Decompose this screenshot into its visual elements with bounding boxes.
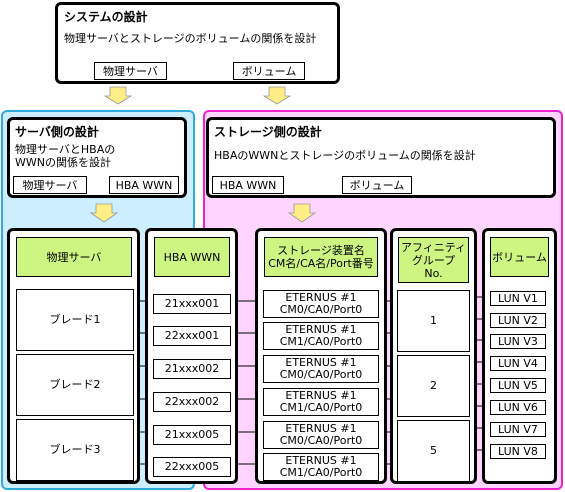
- down-arrow-storage-panel: [287, 203, 317, 223]
- wwn-row-1: 21xxx001: [153, 294, 231, 314]
- wwn-row-5: 21xxx005: [153, 425, 231, 445]
- system-design-description: 物理サーバとストレージのボリュームの関係を設計: [64, 32, 317, 45]
- server-column: 物理サーバ ブレード1 ブレード2 ブレード3: [7, 228, 140, 484]
- affinity-header-line3: No.: [424, 266, 443, 280]
- affinity-column: アフィニティ グループ No. 1 2 5: [390, 228, 477, 484]
- server-side-desc-line1: 物理サーバとHBAの: [15, 143, 116, 156]
- server-hba-wwn-label: HBA WWN: [109, 176, 179, 194]
- affinity-column-header: アフィニティ グループ No.: [398, 237, 469, 283]
- affinity-header-line2: グループ: [411, 253, 456, 267]
- storage-row-1-port: CM0/CA0/Port0: [279, 303, 363, 316]
- storage-row-4-device: ETERNUS #1: [285, 389, 357, 402]
- storage-row-2-port: CM1/CA0/Port0: [279, 335, 363, 348]
- storage-hba-wwn-label: HBA WWN: [212, 176, 284, 194]
- volume-column-header: ボリューム: [490, 237, 549, 277]
- volume-lun-v1: LUN V1: [490, 291, 546, 306]
- volume-lun-v7: LUN V7: [490, 422, 546, 437]
- storage-header-line1: ストレージ装置名: [277, 244, 365, 257]
- storage-side-description: HBAのWWNとストレージのボリュームの関係を設計: [214, 149, 476, 162]
- storage-row-2: ETERNUS #1 CM1/CA0/Port0: [263, 322, 379, 350]
- storage-row-5-device: ETERNUS #1: [285, 422, 357, 435]
- server-column-header: 物理サーバ: [16, 237, 132, 277]
- wwn-row-6: 22xxx005: [153, 457, 231, 477]
- wwn-column: HBA WWN 21xxx001 22xxx001 21xxx002 22xxx…: [145, 228, 238, 484]
- storage-row-1-device: ETERNUS #1: [285, 291, 357, 304]
- volume-lun-v5: LUN V5: [490, 378, 546, 393]
- server-side-title: サーバ側の設計: [15, 125, 99, 139]
- wwn-row-2: 22xxx001: [153, 326, 231, 346]
- wwn-row-4: 22xxx002: [153, 392, 231, 412]
- storage-row-6-port: CM1/CA0/Port0: [279, 466, 363, 479]
- server-physical-server-label: 物理サーバ: [13, 176, 87, 194]
- server-blade-2: ブレード2: [16, 354, 134, 416]
- storage-row-4-port: CM1/CA0/Port0: [279, 401, 363, 414]
- server-side-desc-line2: WWNの関係を設計: [15, 156, 111, 169]
- affinity-header-line1: アフィニティ: [400, 240, 467, 254]
- wwn-row-3: 21xxx002: [153, 359, 231, 379]
- storage-row-5: ETERNUS #1 CM0/CA0/Port0: [263, 421, 379, 449]
- storage-volume-label: ボリューム: [342, 176, 412, 194]
- storage-row-3-port: CM0/CA0/Port0: [279, 368, 363, 381]
- storage-side-title: ストレージ側の設計: [214, 125, 322, 139]
- storage-row-4: ETERNUS #1 CM1/CA0/Port0: [263, 388, 379, 416]
- storage-row-3-device: ETERNUS #1: [285, 356, 357, 369]
- storage-column: ストレージ装置名 CM名/CA名/Port番号 ETERNUS #1 CM0/C…: [255, 228, 387, 484]
- storage-side-panel: ストレージ側の設計 HBAのWWNとストレージのボリュームの関係を設計 HBA …: [206, 117, 556, 198]
- volume-lun-v8: LUN V8: [490, 444, 546, 459]
- wwn-column-header: HBA WWN: [154, 237, 230, 277]
- storage-row-2-device: ETERNUS #1: [285, 323, 357, 336]
- affinity-group-3: 5: [397, 420, 470, 482]
- down-arrow-right: [262, 86, 292, 105]
- affinity-group-1: 1: [397, 290, 470, 352]
- volume-lun-v4: LUN V4: [490, 356, 546, 371]
- volume-lun-v6: LUN V6: [490, 400, 546, 415]
- storage-row-6: ETERNUS #1 CM1/CA0/Port0: [263, 453, 379, 481]
- server-side-panel: サーバ側の設計 物理サーバとHBAの WWNの関係を設計 物理サーバ HBA W…: [7, 117, 187, 198]
- storage-header-line2: CM名/CA名/Port番号: [268, 257, 374, 270]
- volume-lun-v2: LUN V2: [490, 313, 546, 328]
- system-physical-server-label: 物理サーバ: [94, 62, 167, 80]
- server-blade-1: ブレード1: [16, 289, 134, 351]
- volume-column: ボリューム LUN V1 LUN V2 LUN V3 LUN V4 LUN V5…: [482, 228, 557, 484]
- storage-row-1: ETERNUS #1 CM0/CA0/Port0: [263, 290, 379, 318]
- down-arrow-server-panel: [89, 203, 119, 223]
- volume-lun-v3: LUN V3: [490, 334, 546, 349]
- storage-row-5-port: CM0/CA0/Port0: [279, 434, 363, 447]
- down-arrow-left: [103, 86, 133, 105]
- storage-row-6-device: ETERNUS #1: [285, 454, 357, 467]
- system-design-title: システムの設計: [64, 10, 148, 24]
- server-blade-3: ブレード3: [16, 419, 134, 481]
- storage-column-header: ストレージ装置名 CM名/CA名/Port番号: [264, 237, 378, 277]
- storage-row-3: ETERNUS #1 CM0/CA0/Port0: [263, 355, 379, 383]
- system-design-panel: システムの設計 物理サーバとストレージのボリュームの関係を設計 物理サーバ ボリ…: [55, 2, 340, 84]
- affinity-group-2: 2: [397, 355, 470, 417]
- system-volume-label: ボリューム: [233, 62, 305, 80]
